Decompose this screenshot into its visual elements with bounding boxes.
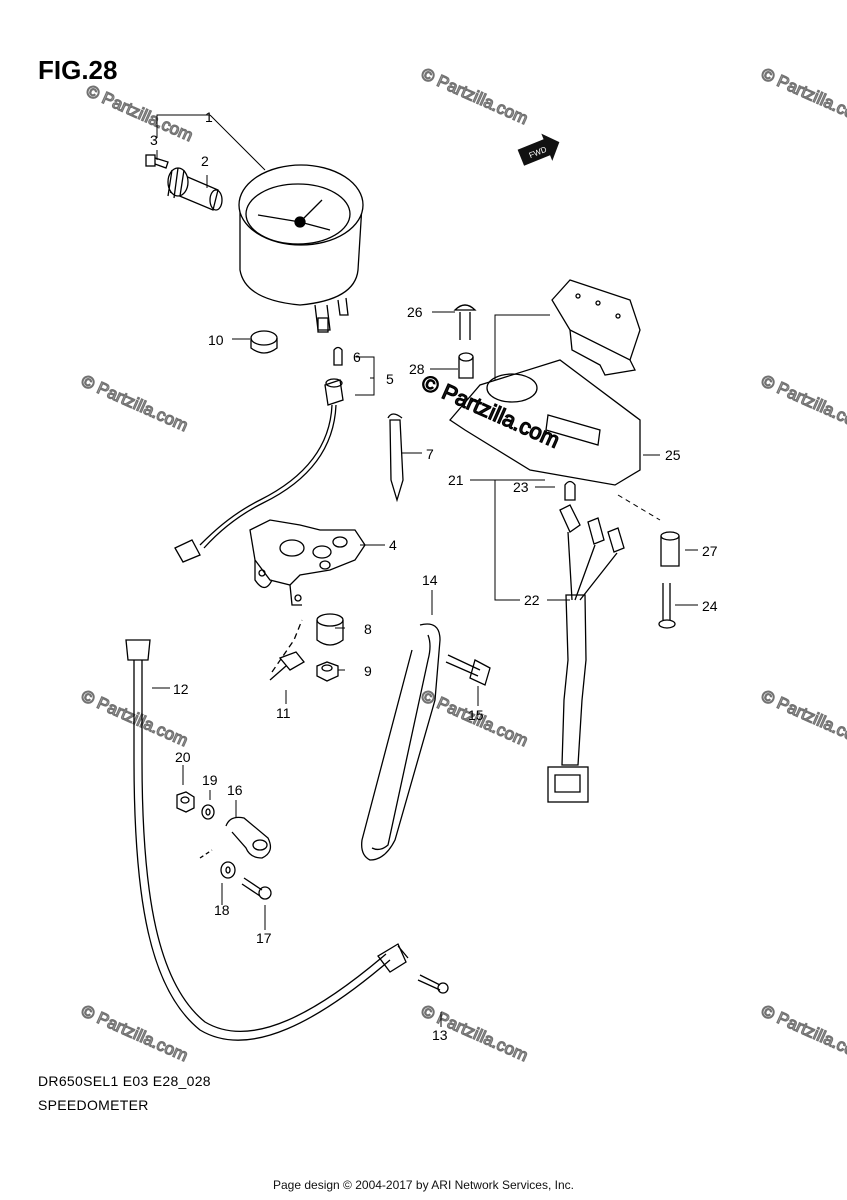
callout-9: 9 <box>364 663 372 679</box>
bolt-part-17 <box>199 849 272 900</box>
screw-part-26 <box>453 304 477 340</box>
indicator-housing-part-25 <box>449 359 641 486</box>
watermark-text: © Partzilla.com <box>418 64 530 128</box>
callout-27: 27 <box>702 543 718 559</box>
figure-title: FIG.28 <box>38 55 118 85</box>
callout-2: 2 <box>201 153 209 169</box>
callout-13: 13 <box>432 1027 448 1043</box>
callout-18: 18 <box>214 902 230 918</box>
watermark-text: © Partzilla.com <box>758 64 847 128</box>
watermark-text: © Partzilla.com <box>78 1001 190 1065</box>
callout-14: 14 <box>422 572 438 588</box>
clamp-part-16 <box>225 816 272 859</box>
bolt-part-11 <box>269 619 305 681</box>
bolt-part-15 <box>445 654 491 686</box>
callout-19: 19 <box>202 772 218 788</box>
callout-6: 6 <box>353 349 361 365</box>
wiring-harness-part-22 <box>547 480 625 803</box>
callout-22: 22 <box>524 592 540 608</box>
screw-part-13 <box>417 974 449 994</box>
callout-26: 26 <box>407 304 423 320</box>
watermark-group: © Partzilla.com © Partzilla.com © Partzi… <box>78 64 847 1066</box>
watermark-text: © Partzilla.com <box>758 1001 847 1065</box>
collar-part-28 <box>458 352 474 379</box>
callout-11: 11 <box>276 705 291 721</box>
callout-20: 20 <box>175 749 191 765</box>
callout-4: 4 <box>389 537 397 553</box>
model-code: DR650SEL1 E03 E28_028 <box>38 1073 211 1089</box>
callout-5: 5 <box>386 371 394 387</box>
grommet-part-10 <box>250 330 278 354</box>
callout-7: 7 <box>426 446 434 462</box>
nut-part-9 <box>316 661 339 682</box>
speedometer-cable-part-12 <box>125 639 409 1041</box>
callout-1: 1 <box>205 109 213 125</box>
callout-24: 24 <box>702 598 718 614</box>
callout-8: 8 <box>364 621 372 637</box>
callout-16: 16 <box>227 782 243 798</box>
watermark-text: © Partzilla.com <box>78 371 190 435</box>
cushion-part-8 <box>316 613 344 646</box>
callout-15: 15 <box>468 707 484 723</box>
bracket-part-4 <box>249 519 366 606</box>
washer-part-19 <box>201 804 215 820</box>
lamp-socket-harness <box>174 346 344 563</box>
washer-part-18 <box>220 861 236 879</box>
figure-name: SPEEDOMETER <box>38 1097 149 1113</box>
screw-part-3 <box>145 154 169 169</box>
page-footer: Page design © 2004-2017 by ARI Network S… <box>272 1178 574 1192</box>
cable-tie-part-7 <box>387 413 404 503</box>
callout-10: 10 <box>208 332 224 348</box>
spacer-part-27 <box>660 531 680 567</box>
watermark-text: © Partzilla.com <box>83 81 195 145</box>
callout-labels: 1 2 3 4 5 6 7 8 9 10 11 12 13 14 15 16 1… <box>150 109 718 1043</box>
screw-part-24 <box>658 583 676 629</box>
callout-28: 28 <box>409 361 425 377</box>
watermark-text: © Partzilla.com <box>758 371 847 435</box>
callout-12: 12 <box>173 681 189 697</box>
callout-25: 25 <box>665 447 681 463</box>
indicator-lens <box>551 279 641 376</box>
watermark-text: © Partzilla.com <box>758 686 847 750</box>
leader-lines <box>152 114 698 1027</box>
callout-23: 23 <box>513 479 529 495</box>
cable-guide-part-14 <box>361 623 441 861</box>
nut-part-20 <box>176 791 195 813</box>
speedometer-unit <box>238 164 364 333</box>
drive-socket <box>167 167 223 211</box>
callout-21: 21 <box>448 472 464 488</box>
callout-17: 17 <box>256 930 272 946</box>
callout-3: 3 <box>150 132 158 148</box>
fwd-arrow-tag: FWD <box>517 133 560 166</box>
